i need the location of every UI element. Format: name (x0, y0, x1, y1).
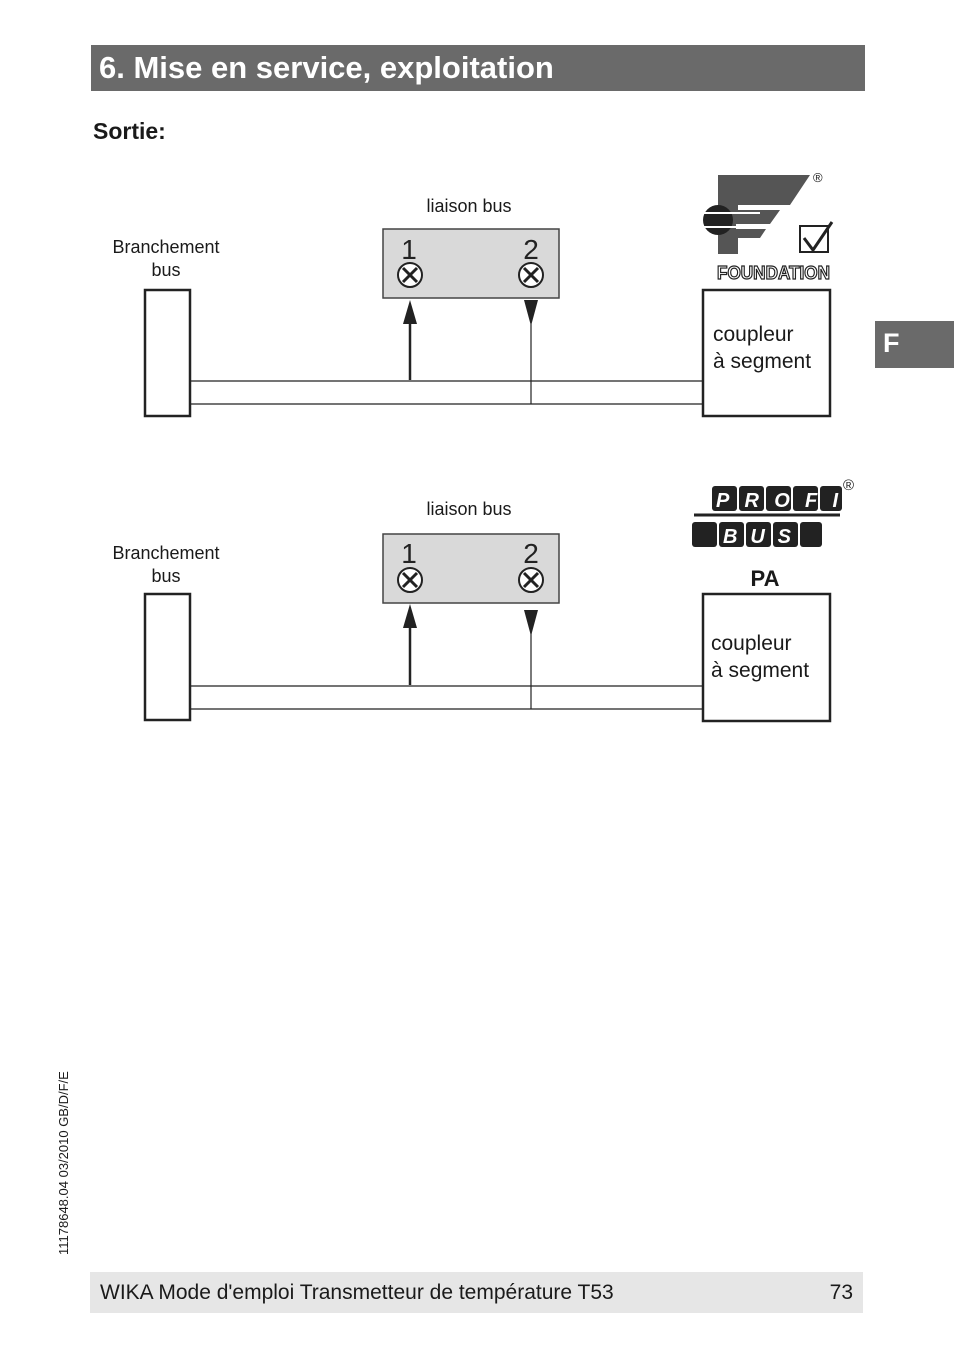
terminal-2-label: 2 (523, 234, 539, 265)
branch-label-line1: Branchement (112, 237, 219, 257)
registered-mark: ® (843, 477, 854, 494)
foundation-logo-text: FOUNDATION (717, 263, 830, 283)
screw-terminal-2-icon (517, 261, 545, 289)
bus-link-label: liaison bus (426, 196, 511, 216)
segment-coupler-box (701, 592, 832, 723)
arrow-down-icon (524, 300, 538, 326)
foundation-logo: ® FOUNDATION (703, 170, 834, 284)
branch-label-line1: Branchement (112, 543, 219, 563)
footer-text: WIKA Mode d'emploi Transmetteur de tempé… (100, 1281, 614, 1304)
segment-coupler-box (701, 288, 832, 418)
screw-terminal-2-icon (517, 566, 545, 594)
branch-label-line2: bus (151, 260, 180, 280)
coupler-label-line2: à segment (713, 350, 811, 373)
profibus-logo-bottom-text: BUS (723, 526, 792, 548)
diagram-profibus: Branchement bus liaison bus 1 2 coupleur… (112, 477, 854, 723)
pa-label: PA (751, 566, 780, 591)
branch-box (143, 288, 192, 418)
profibus-logo-top-text: PROFI (716, 490, 838, 512)
document-code: 11178648.04 03/2010 GB/D/F/E (56, 1071, 71, 1255)
language-tab: F (875, 321, 954, 368)
language-tab-label: F (883, 328, 900, 358)
diagram-foundation: Branchement bus liaison bus 1 2 coupleur… (112, 170, 834, 418)
terminal-1-label: 1 (401, 538, 417, 569)
coupler-label-line2: à segment (711, 659, 809, 682)
bus-link-label: liaison bus (426, 499, 511, 519)
profibus-logo: PROFI BUS ® (692, 477, 854, 548)
arrow-up-icon (403, 300, 417, 324)
section-header: 6. Mise en service, exploitation (91, 45, 865, 91)
branch-label-line2: bus (151, 566, 180, 586)
arrow-down-icon (524, 610, 538, 636)
page-title: 6. Mise en service, exploitation (99, 50, 554, 85)
footer: WIKA Mode d'emploi Transmetteur de tempé… (90, 1272, 863, 1313)
coupler-label-line1: coupleur (711, 632, 792, 655)
section-heading: Sortie: (93, 118, 166, 144)
terminal-1-label: 1 (401, 234, 417, 265)
screw-terminal-1-icon (396, 261, 424, 289)
branch-box (143, 592, 192, 722)
page-number: 73 (829, 1281, 853, 1304)
arrow-up-icon (403, 604, 417, 628)
coupler-label-line1: coupleur (713, 323, 794, 346)
screw-terminal-1-icon (396, 566, 424, 594)
registered-mark: ® (813, 170, 823, 185)
terminal-2-label: 2 (523, 538, 539, 569)
